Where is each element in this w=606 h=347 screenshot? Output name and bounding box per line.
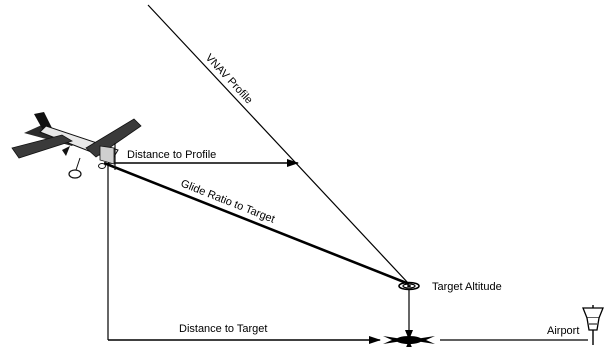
vnav-profile-label: VNAV Profile — [203, 52, 255, 107]
glide-ratio-label: Glide Ratio to Target — [179, 178, 276, 226]
target-altitude-icon — [398, 281, 420, 291]
airport-label: Airport — [547, 325, 579, 337]
ground-target-icon — [383, 330, 435, 347]
windsock-icon — [582, 305, 604, 345]
distance-to-target-label: Distance to Target — [179, 323, 267, 335]
target-altitude-label: Target Altitude — [432, 281, 502, 293]
glide-ratio-line — [103, 161, 410, 286]
aircraft-icon — [11, 112, 142, 179]
distance-to-profile-label: Distance to Profile — [127, 149, 216, 161]
vnav-profile-line — [147, 4, 410, 285]
